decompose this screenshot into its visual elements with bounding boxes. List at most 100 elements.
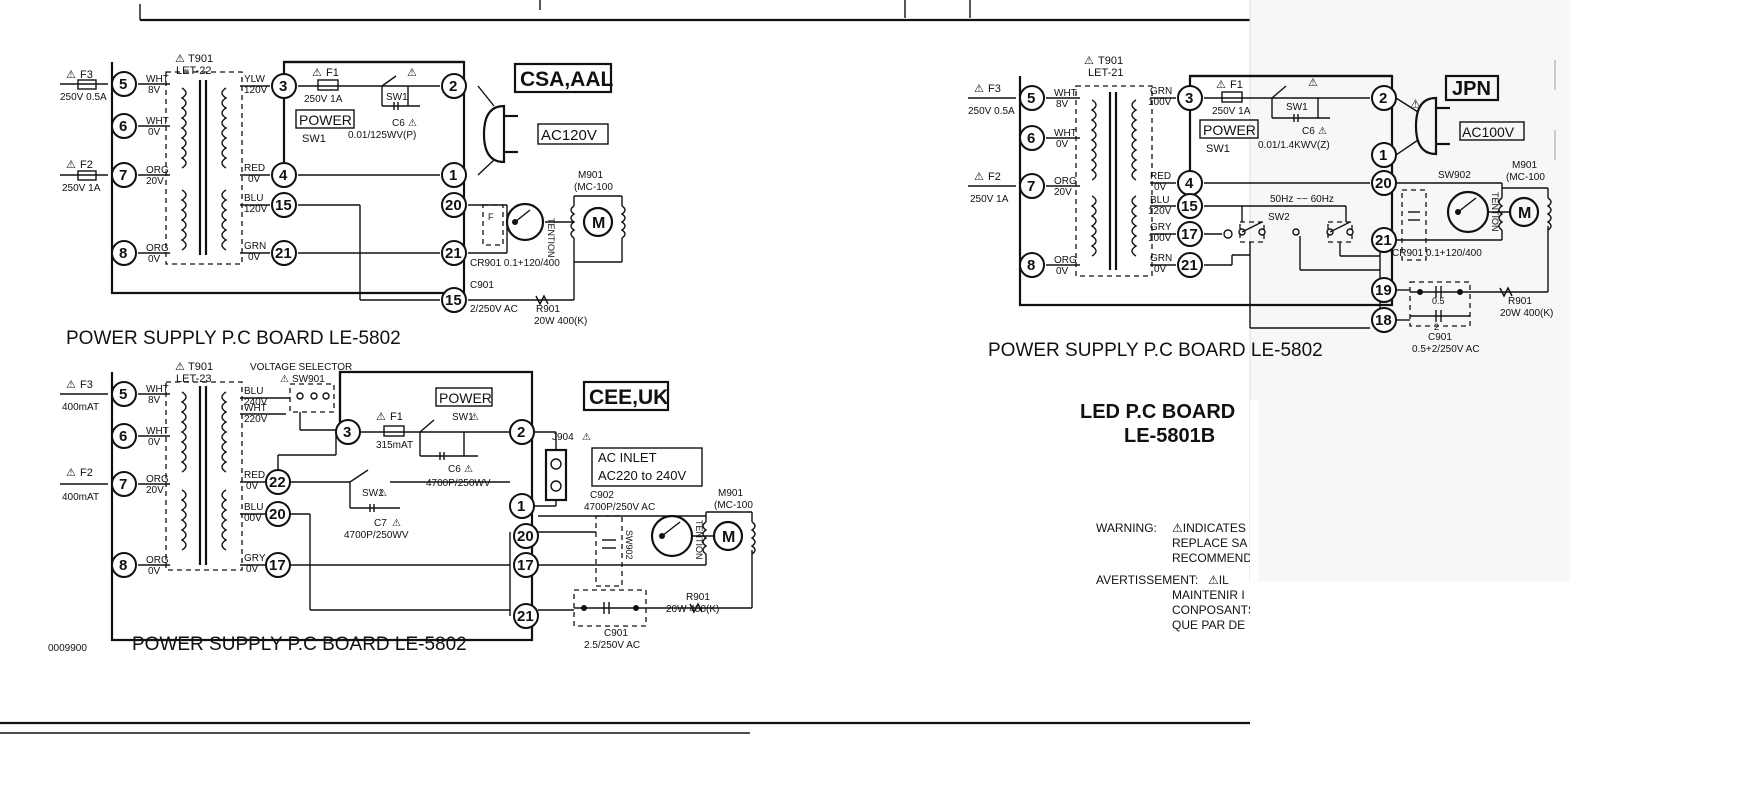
svg-text:SW1: SW1 bbox=[1286, 102, 1308, 113]
svg-text:QUE PAR DE: QUE PAR DE bbox=[1172, 618, 1245, 632]
svg-text:21: 21 bbox=[1375, 232, 1392, 249]
svg-text:TENTION: TENTION bbox=[1490, 192, 1500, 232]
svg-text:SW901: SW901 bbox=[292, 374, 325, 385]
svg-text:315mAT: 315mAT bbox=[376, 440, 413, 451]
svg-text:8: 8 bbox=[1027, 257, 1035, 274]
svg-text:CONPOSANTS: CONPOSANTS bbox=[1172, 603, 1256, 617]
svg-text:250V 1A: 250V 1A bbox=[970, 194, 1009, 205]
svg-text:⚠: ⚠ bbox=[1410, 97, 1421, 111]
svg-text:BLU: BLU bbox=[244, 386, 263, 397]
svg-text:SW1: SW1 bbox=[362, 488, 384, 499]
svg-text:F1: F1 bbox=[326, 67, 339, 79]
circuit-jpn: M 5 6 7 8 3 4 15 17 21 2 1 bbox=[968, 55, 1553, 361]
svg-text:400mAT: 400mAT bbox=[62, 402, 99, 413]
svg-text:120V: 120V bbox=[1148, 206, 1172, 217]
svg-text:0.5: 0.5 bbox=[1432, 296, 1445, 306]
svg-text:C6: C6 bbox=[448, 464, 461, 475]
svg-text:(MC-100: (MC-100 bbox=[714, 500, 753, 511]
svg-text:0.5+2/250V AC: 0.5+2/250V AC bbox=[1412, 344, 1480, 355]
svg-text:F3: F3 bbox=[988, 83, 1001, 95]
svg-text:20: 20 bbox=[269, 506, 286, 523]
svg-text:5: 5 bbox=[1027, 90, 1035, 107]
svg-text:2: 2 bbox=[1379, 90, 1387, 107]
svg-text:LE-5801B: LE-5801B bbox=[1124, 425, 1215, 447]
region-label: CEE,UK bbox=[589, 386, 668, 409]
svg-text:250V 0.5A: 250V 0.5A bbox=[60, 92, 107, 103]
svg-text:0009900: 0009900 bbox=[48, 643, 87, 654]
svg-text:⚠: ⚠ bbox=[1308, 77, 1318, 89]
svg-text:6: 6 bbox=[119, 428, 127, 445]
svg-text:5: 5 bbox=[119, 386, 127, 403]
svg-text:0V: 0V bbox=[1056, 139, 1069, 150]
svg-text:0V: 0V bbox=[246, 481, 259, 492]
svg-text:20V: 20V bbox=[1054, 187, 1072, 198]
region-label: JPN bbox=[1452, 78, 1491, 100]
svg-text:AVERTISSEMENT:: AVERTISSEMENT: bbox=[1096, 573, 1198, 587]
svg-text:120V: 120V bbox=[244, 204, 268, 215]
svg-text:ORG: ORG bbox=[146, 555, 169, 566]
svg-text:⚠: ⚠ bbox=[1318, 126, 1327, 137]
svg-text:4700P/250V AC: 4700P/250V AC bbox=[584, 502, 655, 513]
svg-text:2.5/250V AC: 2.5/250V AC bbox=[584, 640, 640, 651]
svg-text:CR901 0.1+120/400: CR901 0.1+120/400 bbox=[1392, 248, 1482, 259]
svg-text:0V: 0V bbox=[148, 566, 161, 577]
svg-text:C902: C902 bbox=[590, 490, 614, 501]
svg-text:6: 6 bbox=[119, 118, 127, 135]
svg-text:AC120V: AC120V bbox=[541, 127, 597, 144]
svg-text:15: 15 bbox=[1181, 198, 1198, 215]
svg-text:20W 400(K): 20W 400(K) bbox=[1500, 308, 1553, 319]
svg-text:⚠: ⚠ bbox=[1216, 79, 1226, 91]
svg-text:22: 22 bbox=[269, 474, 286, 491]
svg-text:J904: J904 bbox=[552, 432, 574, 443]
svg-text:RED: RED bbox=[244, 163, 265, 174]
svg-text:⚠: ⚠ bbox=[66, 159, 76, 171]
svg-text:WHT: WHT bbox=[1054, 128, 1077, 139]
svg-text:C901: C901 bbox=[604, 628, 628, 639]
svg-text:SW2: SW2 bbox=[1268, 212, 1290, 223]
svg-text:20: 20 bbox=[1375, 175, 1392, 192]
svg-text:250V 1A: 250V 1A bbox=[1212, 106, 1251, 117]
svg-text:17: 17 bbox=[517, 557, 534, 574]
svg-text:⚠: ⚠ bbox=[66, 467, 76, 479]
svg-text:8V: 8V bbox=[148, 395, 161, 406]
svg-text:M901: M901 bbox=[1512, 160, 1537, 171]
svg-text:21: 21 bbox=[275, 245, 292, 262]
svg-text:240V: 240V bbox=[244, 397, 268, 408]
svg-text:⚠INDICATES: ⚠INDICATES bbox=[1172, 521, 1246, 535]
svg-text:LED P.C BOARD: LED P.C BOARD bbox=[1080, 401, 1235, 423]
board-title: POWER SUPPLY P.C BOARD LE-5802 bbox=[988, 340, 1323, 361]
svg-text:F3: F3 bbox=[80, 69, 93, 81]
svg-text:17: 17 bbox=[1181, 226, 1198, 243]
svg-text:SW1: SW1 bbox=[452, 412, 474, 423]
svg-text:20W 400(K): 20W 400(K) bbox=[534, 316, 587, 327]
svg-text:8V: 8V bbox=[1056, 99, 1069, 110]
svg-text:YLW: YLW bbox=[244, 74, 265, 85]
svg-text:⚠: ⚠ bbox=[408, 118, 417, 129]
svg-text:SW902: SW902 bbox=[1438, 170, 1471, 181]
svg-text:SW1: SW1 bbox=[386, 92, 408, 103]
svg-text:M: M bbox=[1518, 205, 1531, 222]
svg-text:1: 1 bbox=[1379, 147, 1387, 164]
svg-text:F1: F1 bbox=[390, 411, 403, 423]
svg-text:1: 1 bbox=[449, 167, 457, 184]
svg-text:⚠: ⚠ bbox=[1084, 55, 1094, 67]
svg-text:20: 20 bbox=[517, 528, 534, 545]
svg-text:4: 4 bbox=[1185, 175, 1194, 192]
svg-text:19: 19 bbox=[1375, 282, 1392, 299]
svg-text:2: 2 bbox=[1434, 322, 1439, 332]
svg-text:0.01/125WV(P): 0.01/125WV(P) bbox=[348, 130, 416, 141]
svg-text:6: 6 bbox=[1027, 130, 1035, 147]
svg-text:50Hz ~~ 60Hz: 50Hz ~~ 60Hz bbox=[1270, 194, 1334, 205]
svg-text:100V: 100V bbox=[1148, 97, 1172, 108]
svg-text:3: 3 bbox=[343, 424, 351, 441]
svg-text:⚠: ⚠ bbox=[312, 67, 322, 79]
svg-text:17: 17 bbox=[269, 557, 286, 574]
svg-text:0V: 0V bbox=[1154, 182, 1167, 193]
svg-text:⚠: ⚠ bbox=[470, 412, 479, 423]
svg-text:WHT: WHT bbox=[146, 384, 169, 395]
svg-text:⚠: ⚠ bbox=[392, 518, 401, 529]
motor-m901-icon bbox=[582, 206, 614, 238]
primary-winding bbox=[180, 87, 187, 169]
svg-text:M901: M901 bbox=[718, 488, 743, 499]
